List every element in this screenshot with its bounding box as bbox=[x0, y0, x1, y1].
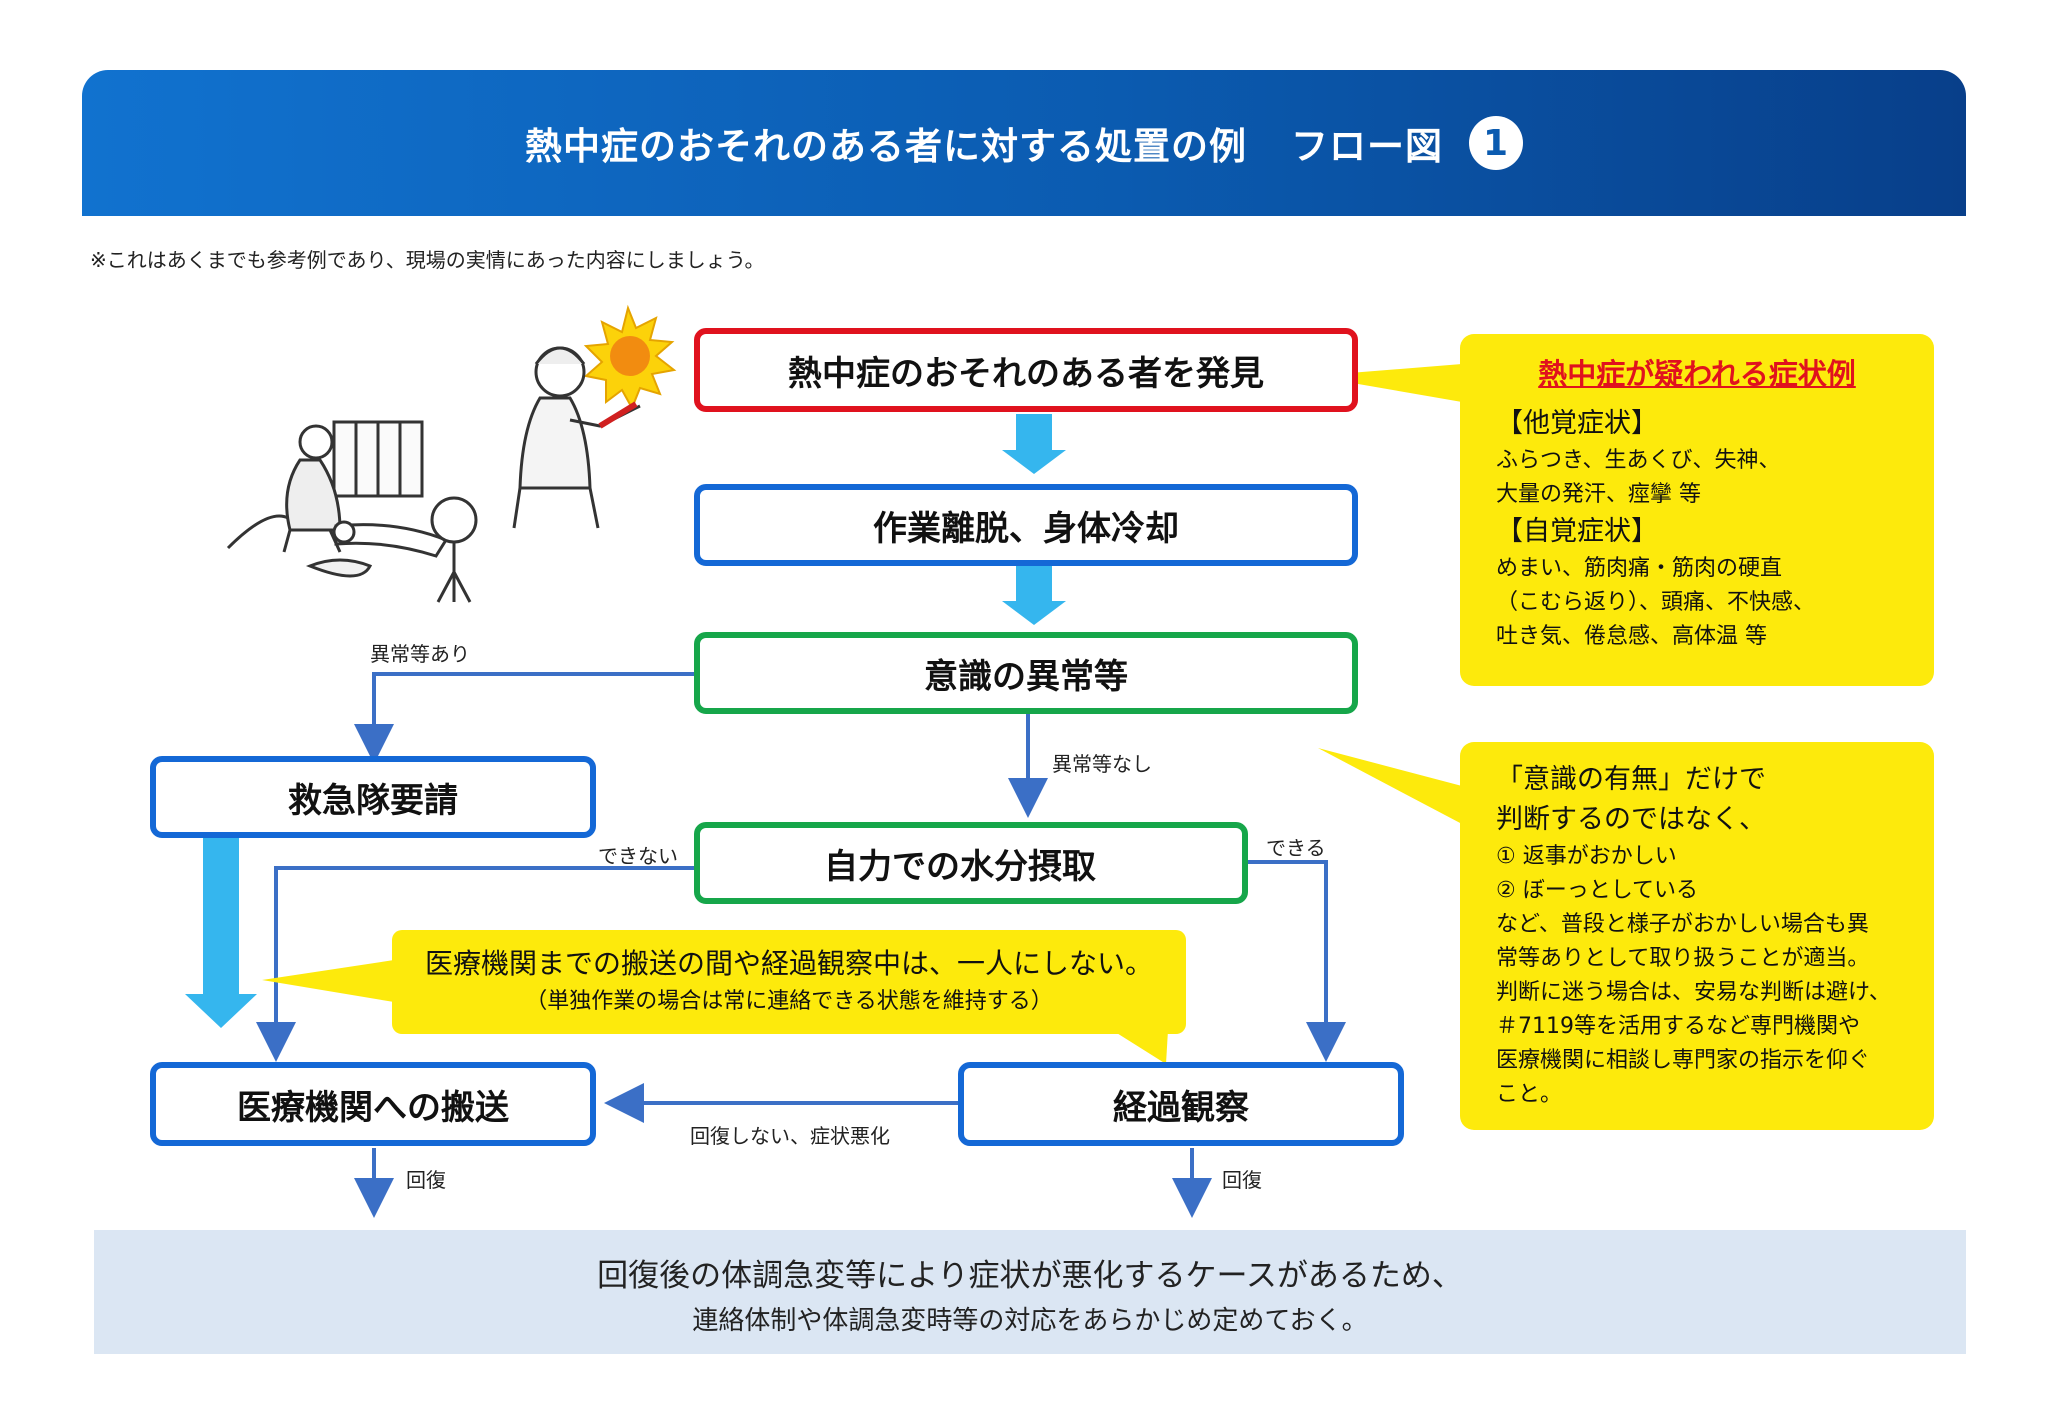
reference-note: ※これはあくまでも参考例であり、現場の実情にあった内容にしましょう。 bbox=[90, 248, 765, 272]
symptoms-subjective-3: 吐き気、倦怠感、高体温 等 bbox=[1496, 624, 1767, 649]
header-banner: 熱中症のおそれのある者に対する処置の例 フロー図 1 bbox=[82, 70, 1966, 216]
box-ambulance-label: 救急隊要請 bbox=[288, 780, 458, 821]
box-hydration: 自力での水分摂取 bbox=[694, 822, 1248, 904]
symptoms-objective-2: 大量の発汗、痙攣 等 bbox=[1496, 482, 1701, 507]
alone-line-1: 医療機関までの搬送の間や経過観察中は、一人にしない。 bbox=[424, 947, 1153, 980]
box-discover-label: 熱中症のおそれのある者を発見 bbox=[788, 353, 1264, 394]
box-transport-label: 医療機関への搬送 bbox=[237, 1087, 509, 1128]
symptoms-subjective-2: （こむら返り）、頭痛、不快感、 bbox=[1496, 590, 1816, 615]
pointer-judgement bbox=[1318, 748, 1462, 824]
symptoms-title: 熱中症が疑われる症状例 bbox=[1538, 357, 1856, 391]
symptoms-objective-head: 【他覚症状】 bbox=[1496, 408, 1658, 439]
arrow-cool-to-consciousness bbox=[1002, 565, 1066, 625]
box-consciousness: 意識の異常等 bbox=[694, 632, 1358, 714]
judgement-line-10: こと。 bbox=[1496, 1082, 1563, 1107]
judgement-line-8: ＃7119等を活用するなど専門機関や bbox=[1496, 1014, 1860, 1039]
page-title: 熱中症のおそれのある者に対する処置の例 フロー図 1 bbox=[82, 70, 1966, 216]
worker-illustration bbox=[512, 346, 641, 529]
label-abnormal-yes: 異常等あり bbox=[370, 642, 470, 666]
arrow-discover-to-cool bbox=[1002, 414, 1066, 474]
sun-icon bbox=[583, 304, 677, 411]
judgement-line-7: 判断に迷う場合は、安易な判断は避け、 bbox=[1496, 980, 1891, 1005]
label-recover-right: 回復 bbox=[1222, 1168, 1262, 1192]
pointer-alone-down bbox=[1112, 1030, 1168, 1064]
bottom-line-2: 連絡体制や体調急変時等の対応をあらかじめ定めておく。 bbox=[692, 1306, 1368, 1336]
box-observe: 経過観察 bbox=[958, 1062, 1404, 1146]
bottom-note-band: 回復後の体調急変等により症状が悪化するケースがあるため、 連絡体制や体調急変時等… bbox=[94, 1230, 1966, 1354]
symptoms-objective-1: ふらつき、生あくび、失神、 bbox=[1496, 448, 1781, 473]
line-abnormal-yes bbox=[354, 672, 696, 764]
judgement-line-9: 医療機関に相談し専門家の指示を仰ぐ bbox=[1496, 1048, 1871, 1073]
label-recover-left: 回復 bbox=[406, 1168, 446, 1192]
label-can: できる bbox=[1266, 836, 1326, 860]
box-consciousness-label: 意識の異常等 bbox=[924, 656, 1128, 697]
label-cannot: できない bbox=[598, 844, 678, 868]
symptoms-subjective-head: 【自覚症状】 bbox=[1496, 516, 1658, 547]
judgement-line-5: など、普段と様子がおかしい場合も異 bbox=[1496, 912, 1869, 937]
alone-callout: 医療機関までの搬送の間や経過観察中は、一人にしない。 （単独作業の場合は常に連絡… bbox=[392, 930, 1186, 1034]
line-can bbox=[1248, 860, 1346, 1062]
judgement-line-2: 判断するのではなく、 bbox=[1496, 804, 1766, 835]
line-cannot bbox=[256, 866, 696, 1062]
box-ambulance: 救急隊要請 bbox=[150, 756, 596, 838]
label-not-recover: 回復しない、症状悪化 bbox=[690, 1124, 890, 1148]
label-abnormal-no: 異常等なし bbox=[1052, 752, 1152, 776]
judgement-line-3: ① 返事がおかしい bbox=[1496, 844, 1677, 869]
title-text: 熱中症のおそれのある者に対する処置の例 bbox=[525, 125, 1247, 168]
judgement-callout: 「意識の有無」だけで 判断するのではなく、 ① 返事がおかしい ② ぼーっとして… bbox=[1460, 742, 1934, 1130]
bottom-line-1: 回復後の体調急変等により症状が悪化するケースがあるため、 bbox=[597, 1258, 1463, 1294]
number-badge: 1 bbox=[1469, 116, 1523, 170]
box-hydration-label: 自力での水分摂取 bbox=[824, 846, 1096, 887]
box-discover: 熱中症のおそれのある者を発見 bbox=[694, 328, 1358, 412]
symptoms-subjective-1: めまい、筋肉痛・筋肉の硬直 bbox=[1496, 556, 1783, 581]
judgement-line-1: 「意識の有無」だけで bbox=[1496, 764, 1766, 795]
judgement-line-4: ② ぼーっとしている bbox=[1496, 878, 1699, 903]
rescue-illustration bbox=[226, 420, 478, 603]
symptoms-callout: 熱中症が疑われる症状例 【他覚症状】 ふらつき、生あくび、失神、 大量の発汗、痙… bbox=[1460, 334, 1934, 686]
box-cool-label: 作業離脱、身体冷却 bbox=[873, 508, 1179, 549]
box-observe-label: 経過観察 bbox=[1113, 1087, 1249, 1128]
title-subtitle: フロー図 bbox=[1291, 125, 1443, 168]
pointer-alone-left bbox=[262, 960, 394, 1002]
box-cool: 作業離脱、身体冷却 bbox=[694, 484, 1358, 566]
judgement-line-6: 常等ありとして取り扱うことが適当。 bbox=[1496, 946, 1870, 971]
box-transport: 医療機関への搬送 bbox=[150, 1062, 596, 1146]
alone-line-2: （単独作業の場合は常に連絡できる状態を維持する） bbox=[525, 989, 1053, 1014]
arrow-ambulance-to-transport bbox=[185, 838, 257, 1028]
